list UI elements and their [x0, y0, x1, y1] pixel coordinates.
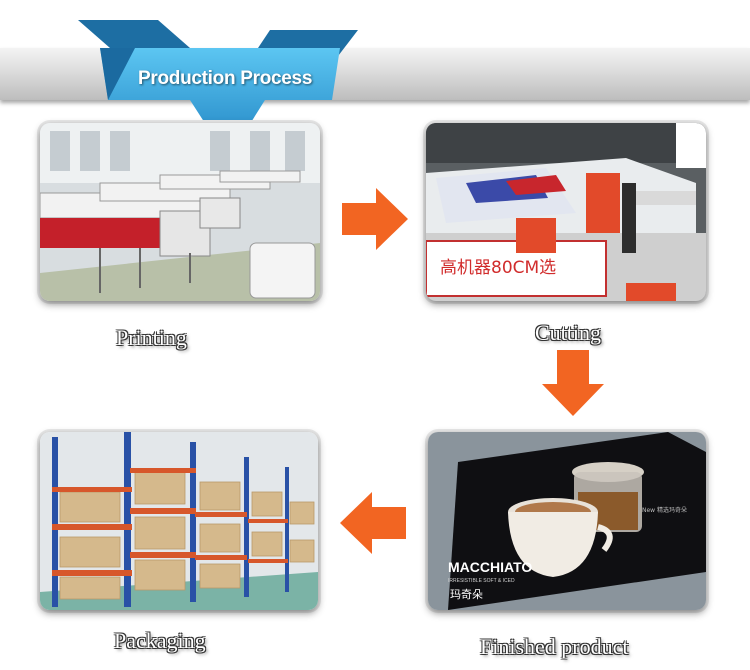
machine-label: 高机器80CM选 [440, 258, 556, 278]
poster-headline: MACCHIATO [448, 559, 532, 575]
arrow-down-icon [542, 350, 604, 416]
step-caption-cutting: Cutting [535, 320, 601, 346]
poster-subline: IRRESISTIBLE SOFT & ICED [448, 578, 515, 584]
arrow-left-icon [340, 492, 406, 554]
step-caption-finished-product: Finished product [480, 634, 629, 660]
step-caption-printing: Printing [116, 325, 187, 351]
poster-brand: 玛奇朵 [450, 588, 483, 601]
page-title: Production Process [138, 68, 338, 90]
step-caption-packaging: Packaging [114, 628, 206, 654]
packaging-photo [40, 432, 318, 610]
printing-photo [40, 123, 320, 301]
poster-side-text: New 精选玛奇朵 [642, 506, 687, 514]
arrow-right-icon [342, 188, 408, 250]
finished-product-photo: MACCHIATO IRRESISTIBLE SOFT & ICED 玛奇朵 N… [428, 432, 706, 610]
cutting-photo: 高机器80CM选 [426, 123, 706, 301]
